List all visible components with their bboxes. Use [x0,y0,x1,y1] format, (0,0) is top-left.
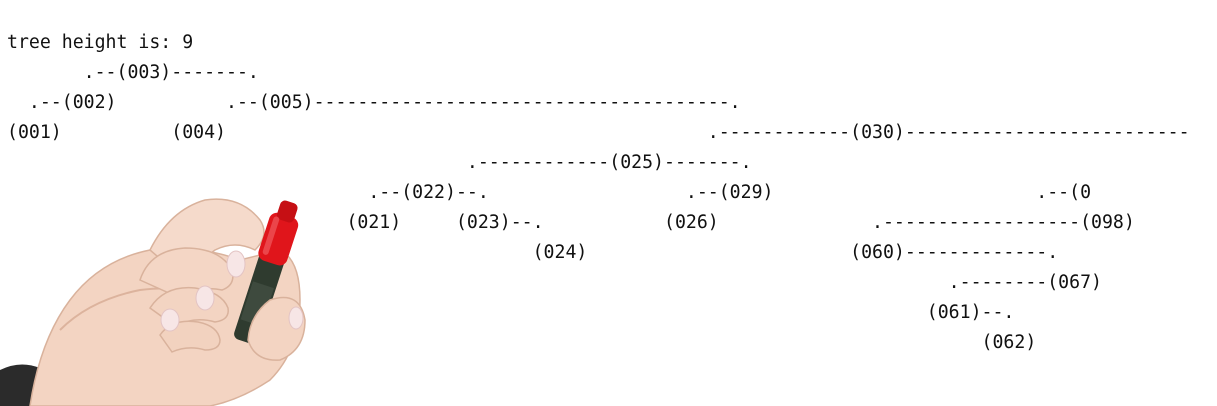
tree-line: .--(002) .--(005)-----------------------… [7,92,741,113]
tree-height-label: tree height is: 9 [7,32,194,53]
tree-line: .--(003)-------. [7,62,259,83]
hand-holding-red-marker-icon [0,198,306,406]
tree-line: (062) [7,332,1037,353]
tree-line: (061)--. [7,302,1015,323]
tree-line: (021) (023)--. (026) .------------------… [7,212,1135,233]
tree-line: .--(022)--. .--(029) .--(0 [7,182,1092,203]
tree-line: .--------(067) [7,272,1102,293]
tree-line: (001) (004) .------------(030)----------… [7,122,1190,143]
tree-line: .------------(025)-------. [7,152,752,173]
tree-line: (024) (060)-------------. [7,242,1059,263]
